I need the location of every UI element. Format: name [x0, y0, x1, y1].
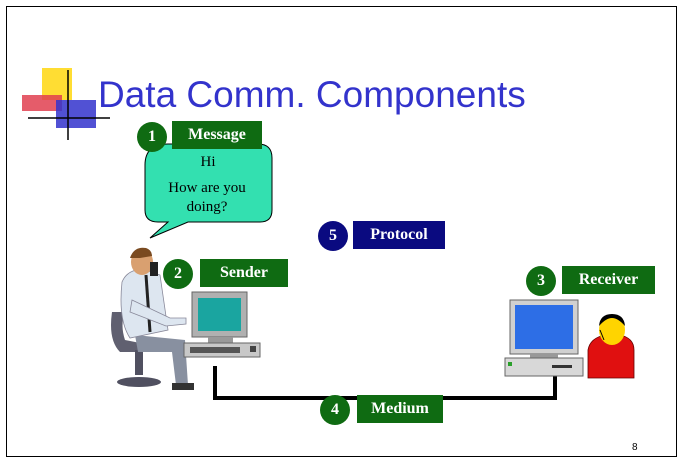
- message-number-badge: 1: [137, 122, 167, 152]
- page-number: 8: [632, 442, 638, 453]
- bubble-line-1: Hi: [200, 154, 216, 170]
- sender-computer-icon: [183, 291, 261, 358]
- bubble-line-3: doing?: [186, 199, 228, 215]
- medium-label: Medium: [357, 395, 443, 423]
- receiver-label: Receiver: [562, 266, 655, 294]
- message-label: Message: [172, 121, 262, 149]
- bubble-line-2: How are you: [168, 180, 246, 196]
- slide-title: Data Comm. Components: [98, 74, 526, 115]
- sender-number-badge: 2: [163, 259, 193, 289]
- receiver-person-icon: [587, 314, 635, 379]
- protocol-number-badge: 5: [318, 221, 348, 251]
- speech-bubble: [144, 143, 273, 239]
- sender-person-icon: [111, 247, 194, 390]
- medium-number-badge: 4: [320, 395, 350, 425]
- receiver-computer-icon: [504, 299, 584, 377]
- medium-cable: [213, 366, 557, 400]
- sender-label: Sender: [200, 259, 288, 287]
- protocol-label: Protocol: [353, 221, 445, 249]
- receiver-number-badge: 3: [526, 266, 556, 296]
- title-logo-icon: [22, 68, 110, 140]
